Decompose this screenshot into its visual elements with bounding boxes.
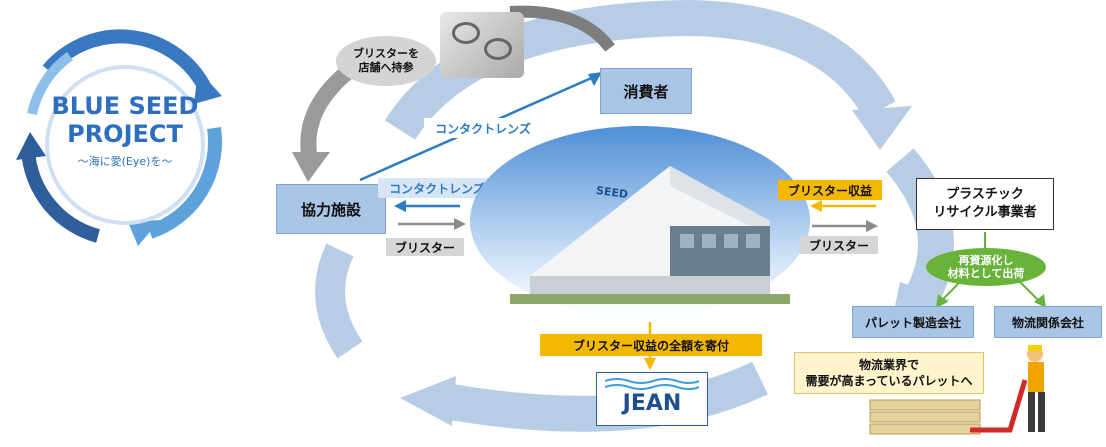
bubble-line1: ブリスターを [353, 47, 419, 60]
blister-photo [440, 12, 524, 78]
bubble-line2: 店舗へ持参 [358, 61, 414, 74]
bring-blister-bubble: ブリスターを 店舗へ持参 [336, 36, 436, 86]
blister-revenue-label: ブリスター収益 [778, 180, 882, 200]
logo-title: BLUE SEED PROJECT [50, 92, 200, 148]
pallet-callout: 物流業界で 需要が高まっているパレットへ [794, 352, 984, 394]
logo-subtitle: 〜海に愛(Eye)を〜 [77, 155, 173, 168]
wave-icon [605, 378, 699, 390]
recycler-line2: リサイクル事業者 [933, 205, 1037, 220]
logistics-node: 物流関係会社 [994, 306, 1102, 338]
pallet-line1: 物流業界で [858, 358, 919, 372]
consumer-node: 消費者 [600, 68, 692, 114]
blister-label-left: ブリスター [386, 238, 464, 256]
blister-cup-icon [452, 22, 480, 44]
recycle-line1: 再資源化し [958, 254, 1014, 267]
pallet-worker-illustration [869, 345, 1045, 435]
contact-lens-label-upper: コンタクトレンズ [424, 118, 542, 138]
recycler-line1: プラスチック [946, 187, 1024, 202]
blister-cup-icon [484, 38, 512, 60]
recycle-oval: 再資源化し 材料として出荷 [926, 248, 1046, 286]
jean-logo: JEAN [596, 372, 708, 426]
recycle-line2: 材料として出荷 [947, 267, 1025, 280]
recycler-node: プラスチック リサイクル事業者 [916, 178, 1054, 230]
jean-text: JEAN [622, 391, 682, 416]
logo-line2: PROJECT [67, 120, 183, 148]
pallet-line2: 需要が高まっているパレットへ [805, 374, 973, 388]
pallet-maker-node: パレット製造会社 [852, 306, 974, 338]
contact-lens-label-lower: コンタクトレンズ [378, 178, 496, 198]
donation-label: ブリスター収益の全額を寄付 [540, 334, 762, 356]
logo-ring [16, 29, 222, 246]
seed-building-photo [470, 126, 810, 316]
blister-label-right: ブリスター [800, 236, 878, 254]
facility-node: 協力施設 [276, 184, 386, 234]
logo-line1: BLUE SEED [51, 92, 199, 120]
